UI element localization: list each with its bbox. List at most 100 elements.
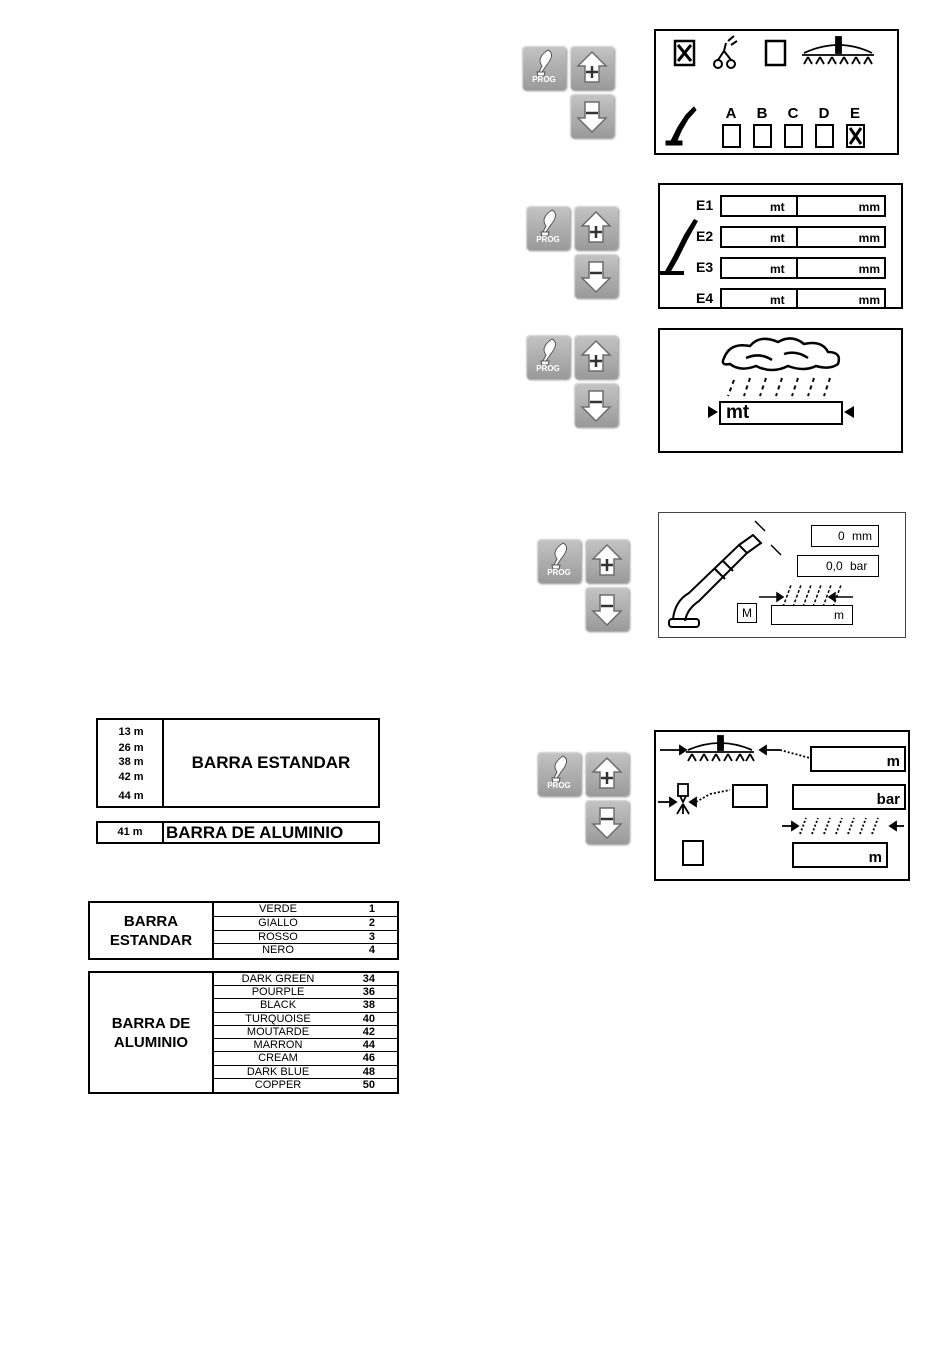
prog-button[interactable]: PROG [526,206,570,250]
prog-button-label: PROG [547,568,571,577]
row-unit-nozzle: mm [858,200,880,214]
boom-width-field: m [810,746,906,772]
color-number: 2 [368,916,375,929]
color-name: TURQUOISE [245,1012,311,1025]
plus-button[interactable] [585,539,629,583]
color-number: 4 [368,944,375,957]
color-number: 50 [362,1078,375,1091]
nozzle-arrows [754,520,782,556]
lcd-screen-boom: m bar m [654,730,910,881]
section-checkbox[interactable] [722,124,741,148]
prog-button[interactable]: PROG [522,46,566,90]
aluminium-title-line2: ALUMINIO [113,1033,189,1051]
keypad-1: PROG [522,44,620,144]
arrow-down-minus-icon [580,261,612,294]
color-name: NERO [262,944,294,957]
aluminium-bar-length: 41 m [98,823,164,842]
bar-length-item: 38 m [118,756,144,768]
minus-button[interactable] [585,587,629,631]
minus-button[interactable] [585,800,629,844]
minus-button[interactable] [570,94,614,138]
keypad-3: PROG [526,333,624,433]
mode-box [682,840,704,866]
mode-label: M [742,606,752,620]
aluminium-bar-name: BARRA DE ALUMINIO [166,823,344,842]
spray-gun-icon [660,219,698,275]
color-number: 38 [362,999,375,1012]
prog-button-label: PROG [536,235,560,244]
rain-field-text: mt [726,402,750,423]
bar-length-item: 26 m [118,742,144,754]
rain-cloud-icon [721,337,841,372]
nozzle-icon [658,783,731,815]
color-name: POURPLE [251,986,305,999]
arrow-down-minus-icon [591,594,623,627]
width-arrows [759,591,853,603]
section-checkbox[interactable] [784,124,803,148]
color-name: COPPER [254,1078,302,1091]
arrow-down-minus-icon [580,390,612,423]
minus-button[interactable] [574,254,618,298]
section-checkbox[interactable] [846,124,865,148]
plus-button[interactable] [574,206,618,250]
nozzle-unit: mm [852,529,872,543]
plus-button[interactable] [574,335,618,379]
nozzle-field: 0 mm [811,525,879,547]
color-number: 46 [362,1052,375,1065]
screen3-graphics [708,337,854,425]
arrow-up-plus-icon [580,210,612,243]
section-checkbox[interactable] [753,124,772,148]
rain-drops [727,377,831,397]
row-unit-nozzle: mm [858,262,880,276]
rain-field-box [719,401,843,425]
feather-pen-icon [540,209,556,237]
aluminium-color-title: BARRA DE ALUMINIO [90,973,214,1092]
arrow-up-plus-icon [576,50,608,83]
prog-button-label: PROG [536,364,560,373]
bar-length-item: 42 m [118,771,144,783]
bar-length-item: 44 m [118,790,144,802]
color-number: 44 [362,1039,375,1052]
section-checkbox[interactable] [815,124,834,148]
checked-box-icon [673,39,696,67]
plus-button[interactable] [570,46,614,90]
bar-lengths-column: 13 m 26 m 38 m 42 m 44 m [98,720,164,806]
bar-length-item: 13 m [118,726,144,738]
spray-gun-icon [668,533,763,628]
color-name: MOUTARDE [246,1025,310,1038]
color-number: 36 [362,986,375,999]
row-label: E1 [696,197,714,213]
spray-lines [782,584,842,608]
plus-button[interactable] [585,752,629,796]
color-name: GIALLO [258,916,298,929]
color-row: TURQUOISE 40 [214,1013,397,1026]
color-name: CREAM [258,1052,298,1065]
prog-button[interactable]: PROG [537,752,581,796]
lcd-screen-gun-nozzle: 0 mm 0,0 bar M m [658,512,906,638]
width-unit: m [834,608,844,622]
screen4-graphics [668,520,853,628]
row-label: E2 [696,228,714,244]
screen2-graphics [660,219,698,275]
prog-button[interactable]: PROG [526,335,570,379]
prog-button[interactable]: PROG [537,539,581,583]
minus-button[interactable] [574,383,618,427]
prog-button-label: PROG [532,75,556,84]
color-name: ROSSO [258,930,298,943]
screen5-graphics [658,735,904,835]
boom-icon [660,735,811,762]
row-unit-distance: mt [770,293,785,307]
color-number: 40 [362,1012,375,1025]
